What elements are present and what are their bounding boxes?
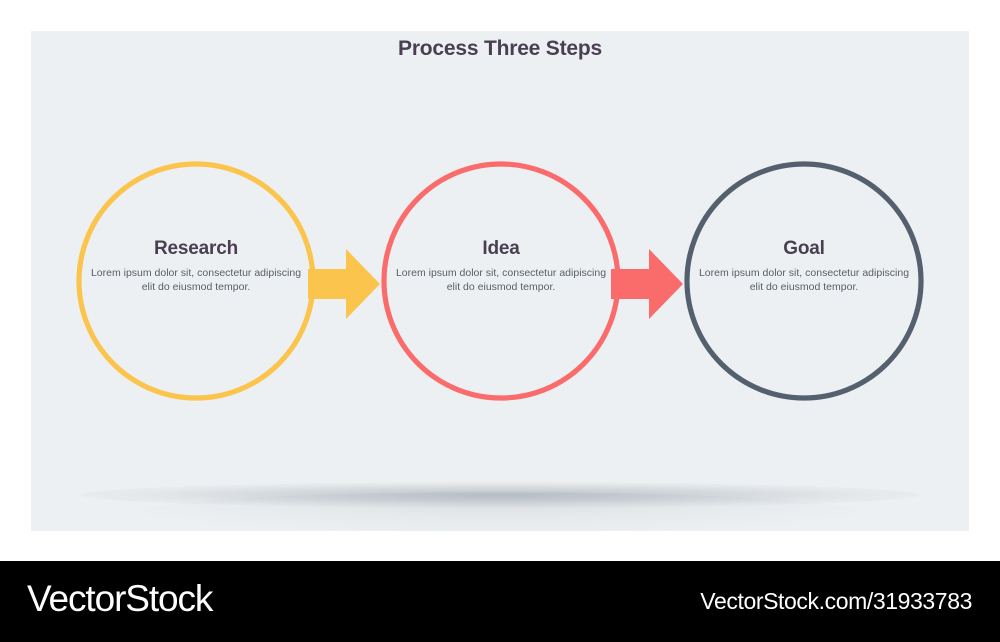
step-label-goal: Goal [783,238,825,259]
arrow-right-icon-idea-to-goal [611,249,683,319]
circle-outline-goal [684,161,924,401]
step-label-research: Research [154,238,238,259]
step-label-idea: Idea [482,238,520,259]
step-text-block-research: Research Lorem ipsum dolor sit, consecte… [84,238,308,295]
process-step-idea[interactable]: Idea Lorem ipsum dolor sit, consectetur … [381,161,621,401]
floor-shadow [81,456,919,534]
slide-panel: Process Three Steps Research Lorem ipsum… [31,31,969,534]
step-description-research: Lorem ipsum dolor sit, consectetur adipi… [90,266,302,293]
vectorstock-url: VectorStock.com/31933783 [700,588,972,614]
process-diagram: Research Lorem ipsum dolor sit, consecte… [31,31,969,534]
step-text-block-idea: Idea Lorem ipsum dolor sit, consectetur … [389,238,613,295]
vectorstock-logo: VectorStock [27,578,213,619]
watermark-bar: VectorStock VectorStock.com/31933783 [0,561,1000,642]
process-step-goal[interactable]: Goal Lorem ipsum dolor sit, consectetur … [684,161,924,401]
arrow-right-icon-research-to-idea [308,249,380,319]
step-description-idea: Lorem ipsum dolor sit, consectetur adipi… [395,266,607,293]
page-title: Process Three Steps [398,37,602,60]
process-step-research[interactable]: Research Lorem ipsum dolor sit, consecte… [76,161,316,401]
step-text-block-goal: Goal Lorem ipsum dolor sit, consectetur … [692,238,916,295]
floor-shadow-haze [141,492,859,532]
step-description-goal: Lorem ipsum dolor sit, consectetur adipi… [698,266,910,293]
floor-shadow-core [81,482,919,508]
